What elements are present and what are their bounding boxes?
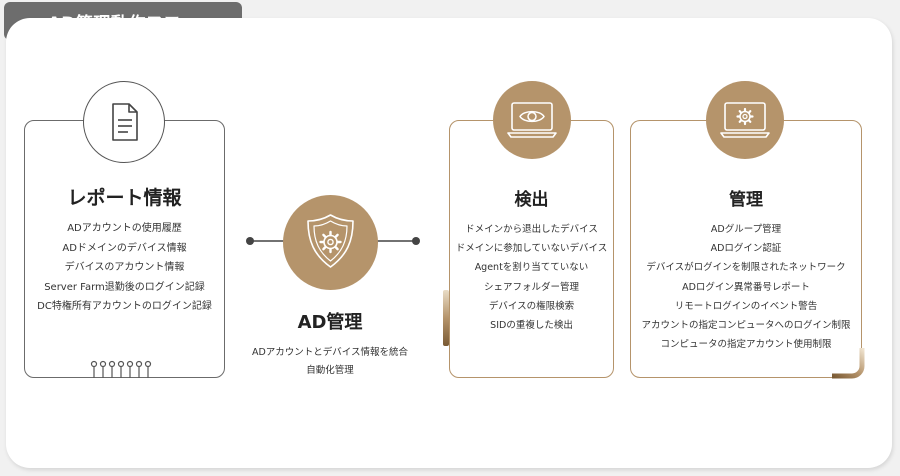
detect-icon-circle — [493, 81, 571, 159]
list-item: ドメインから退出したデバイス — [465, 224, 598, 235]
list-item: SIDの重複した検出 — [490, 320, 573, 332]
list-item: デバイスがログインを制限されたネットワーク — [646, 262, 846, 274]
left-connector — [246, 237, 286, 245]
list-item: ADログイン異常番号レポート — [682, 281, 810, 293]
monitor-gear-icon — [720, 102, 770, 138]
list-item: デバイスのアカウント情報 — [64, 262, 185, 273]
detect-title: 検出 — [514, 190, 549, 210]
list-item: リモートログインのイベント警告 — [674, 300, 818, 312]
report-card: レポート情報 ADアカウントの使用履歴 ADドメインのデバイス情報 デバイスのア… — [24, 120, 225, 378]
list-item: ADログイン認証 — [710, 243, 782, 255]
list-item: コンピュータの指定アカウント使用制限 — [660, 339, 832, 351]
list-item: Server Farm退勤後のログイン記録 — [44, 281, 205, 293]
ad-description-line: ADアカウントとデバイス情報を統合 — [251, 347, 409, 358]
detect-list: ドメインから退出したデバイス ドメインに参加していないデバイス Agentを割り… — [450, 220, 613, 335]
list-item: Agentを割り当てていない — [474, 262, 589, 274]
list-item: ADアカウントの使用履歴 — [67, 223, 182, 234]
report-icon-circle — [83, 81, 165, 163]
manage-title: 管理 — [729, 190, 763, 210]
list-item: DC特権所有アカウントのログイン記録 — [37, 301, 212, 312]
ad-description: ADアカウントとデバイス情報を統合 自動化管理 — [230, 344, 430, 380]
manage-icon-circle — [706, 81, 784, 159]
detect-card: 検出 ドメインから退出したデバイス ドメインに参加していないデバイス Agent… — [449, 120, 614, 378]
list-item: ADドメインのデバイス情報 — [62, 242, 187, 254]
right-connector — [376, 237, 420, 245]
document-icon — [112, 103, 138, 141]
ad-description-line: 自動化管理 — [306, 365, 354, 376]
report-list: ADアカウントの使用履歴 ADドメインのデバイス情報 デバイスのアカウント情報 … — [25, 219, 224, 317]
ad-icon-circle — [283, 195, 378, 290]
list-item: ドメインに参加していないデバイス — [455, 243, 608, 255]
manage-list: ADグループ管理 ADログイン認証 デバイスがログインを制限されたネットワーク … — [631, 220, 861, 354]
pins-decoration — [90, 360, 152, 378]
list-item: ADグループ管理 — [710, 224, 782, 235]
monitor-eye-icon — [507, 102, 557, 138]
detect-accent-bar — [443, 290, 449, 346]
list-item: デバイスの権限検索 — [488, 300, 575, 312]
manage-card: 管理 ADグループ管理 ADログイン認証 デバイスがログインを制限されたネットワ… — [630, 120, 862, 378]
shield-gear-icon — [307, 214, 354, 268]
list-item: アカウントの指定コンピュータへのログイン制限 — [641, 320, 851, 332]
ad-title: AD管理 — [297, 312, 363, 333]
manage-accent-corner — [832, 348, 865, 379]
list-item: シェアフォルダー管理 — [483, 281, 579, 293]
report-title: レポート情報 — [67, 187, 182, 209]
